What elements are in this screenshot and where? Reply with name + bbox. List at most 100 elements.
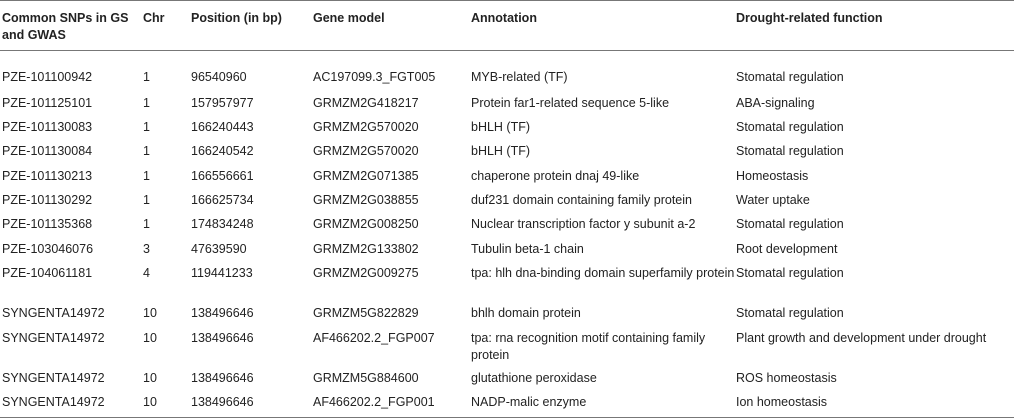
cell-position: 166240443	[191, 119, 254, 134]
cell-function: Water uptake	[736, 193, 810, 208]
cell-function: Stomatal regulation	[736, 306, 844, 321]
cell-chr: 1	[143, 217, 150, 232]
table-row: PZE-101125101 1 157957977 GRMZM2G418217 …	[0, 91, 1014, 115]
cell-gene-model: GRMZM2G008250	[313, 217, 419, 232]
cell-annotation: tpa: rna recognition motif containing fa…	[471, 330, 706, 362]
cell-snp: PZE-104061181	[2, 266, 93, 281]
cell-annotation: bHLH (TF)	[471, 119, 531, 134]
cell-chr: 1	[143, 193, 150, 208]
cell-chr: 10	[143, 370, 157, 385]
cell-function: Stomatal regulation	[736, 266, 844, 281]
cell-annotation: chaperone protein dnaj 49-like	[471, 168, 640, 183]
cell-chr: 1	[143, 70, 150, 84]
cell-chr: 10	[143, 306, 157, 321]
header-function: Drought-related function	[736, 0, 1014, 51]
cell-gene-model: GRMZM2G071385	[313, 168, 419, 183]
cell-chr: 1	[143, 95, 150, 110]
table-row: PZE-103046076 3 47639590 GRMZM2G133802 T…	[0, 237, 1014, 261]
cell-gene-model: GRMZM2G009275	[313, 266, 419, 281]
cell-annotation: glutathione peroxidase	[471, 370, 597, 385]
cell-position: 96540960	[191, 70, 247, 84]
cell-chr: 4	[143, 266, 150, 281]
table-row: PZE-101130213 1 166556661 GRMZM2G071385 …	[0, 164, 1014, 188]
cell-chr: 10	[143, 330, 157, 345]
header-chr: Chr	[143, 0, 191, 51]
cell-snp: PZE-101130084	[2, 144, 93, 159]
cell-gene-model: GRMZM5G884600	[313, 370, 419, 385]
cell-function: Stomatal regulation	[736, 144, 844, 159]
cell-function: Ion homeostasis	[736, 390, 1014, 418]
cell-annotation: tpa: hlh dna-binding domain superfamily …	[471, 266, 735, 281]
cell-chr: 10	[143, 390, 191, 418]
cell-gene-model: GRMZM2G570020	[313, 144, 419, 159]
table-body: PZE-101100942 1 96540960 AC197099.3_FGT0…	[0, 51, 1014, 418]
header-row: Common SNPs in GS and GWAS Chr Position …	[0, 0, 1014, 51]
cell-snp: SYNGENTA14972	[2, 330, 105, 345]
cell-gene-model: AC197099.3_FGT005	[313, 70, 436, 84]
table-row: PZE-101100942 1 96540960 AC197099.3_FGT0…	[0, 51, 1014, 91]
cell-chr: 1	[143, 119, 150, 134]
cell-snp: SYNGENTA14972	[0, 390, 143, 418]
cell-position: 174834248	[191, 217, 254, 232]
cell-snp: PZE-101100942	[2, 70, 93, 84]
cell-position: 138496646	[191, 370, 254, 385]
cell-gene-model: GRMZM2G570020	[313, 119, 419, 134]
cell-gene-model: AF466202.2_FGP007	[313, 330, 435, 345]
cell-position: 138496646	[191, 390, 313, 418]
cell-gene-model: GRMZM2G133802	[313, 241, 419, 256]
cell-snp: PZE-101125101	[2, 95, 93, 110]
cell-function: Plant growth and development under droug…	[736, 330, 987, 345]
cell-gene-model: GRMZM2G418217	[313, 95, 419, 110]
header-snp: Common SNPs in GS and GWAS	[0, 0, 143, 51]
cell-snp: PZE-101135368	[2, 217, 93, 232]
cell-annotation: bHLH (TF)	[471, 144, 531, 159]
cell-snp: SYNGENTA14972	[2, 370, 105, 385]
cell-snp: SYNGENTA14972	[2, 306, 105, 321]
header-annotation: Annotation	[471, 0, 736, 51]
table-row: PZE-104061181 4 119441233 GRMZM2G009275 …	[0, 261, 1014, 301]
cell-function: ROS homeostasis	[736, 370, 837, 385]
cell-chr: 1	[143, 168, 150, 183]
cell-snp: PZE-101130292	[2, 193, 93, 208]
table-row: PZE-101130292 1 166625734 GRMZM2G038855 …	[0, 188, 1014, 212]
cell-function: Stomatal regulation	[736, 119, 844, 134]
cell-position: 119441233	[191, 266, 253, 281]
cell-position: 166556661	[191, 168, 254, 183]
cell-annotation: Tubulin beta-1 chain	[471, 241, 584, 256]
cell-snp: PZE-101130083	[2, 119, 93, 134]
cell-function: Stomatal regulation	[736, 70, 844, 84]
cell-snp: PZE-103046076	[2, 241, 94, 256]
table-row: SYNGENTA14972 10 138496646 GRMZM5G822829…	[0, 301, 1014, 325]
table-row: SYNGENTA14972 10 138496646 AF466202.2_FG…	[0, 390, 1014, 418]
cell-gene-model: GRMZM2G038855	[313, 193, 419, 208]
table-row: PZE-101130083 1 166240443 GRMZM2G570020 …	[0, 115, 1014, 139]
cell-chr: 1	[143, 144, 150, 159]
cell-annotation: NADP-malic enzyme	[471, 390, 736, 418]
cell-annotation: bhlh domain protein	[471, 306, 581, 321]
cell-gene-model: GRMZM5G822829	[313, 306, 419, 321]
cell-position: 138496646	[191, 330, 254, 345]
header-position: Position (in bp)	[191, 0, 313, 51]
table-row: PZE-101130084 1 166240542 GRMZM2G570020 …	[0, 139, 1014, 163]
header-gene-model: Gene model	[313, 0, 471, 51]
cell-chr: 3	[143, 241, 150, 256]
table-row: SYNGENTA14972 10 138496646 GRMZM5G884600…	[0, 366, 1014, 390]
table-header: Common SNPs in GS and GWAS Chr Position …	[0, 0, 1014, 51]
cell-function: ABA-signaling	[736, 95, 815, 110]
cell-position: 166625734	[191, 193, 254, 208]
cell-annotation: Protein far1-related sequence 5-like	[471, 95, 670, 110]
cell-function: Root development	[736, 241, 838, 256]
cell-annotation: duf231 domain containing family protein	[471, 193, 692, 208]
cell-position: 138496646	[191, 306, 254, 321]
table-row: SYNGENTA14972 10 138496646 AF466202.2_FG…	[0, 326, 1014, 366]
cell-annotation: Nuclear transcription factor y subunit a…	[471, 217, 696, 232]
cell-snp: PZE-101130213	[2, 168, 93, 183]
cell-annotation: MYB-related (TF)	[471, 70, 568, 84]
cell-position: 47639590	[191, 241, 247, 256]
cell-gene-model: AF466202.2_FGP001	[313, 390, 471, 418]
cell-position: 166240542	[191, 144, 254, 159]
cell-position: 157957977	[191, 95, 254, 110]
cell-function: Homeostasis	[736, 168, 809, 183]
